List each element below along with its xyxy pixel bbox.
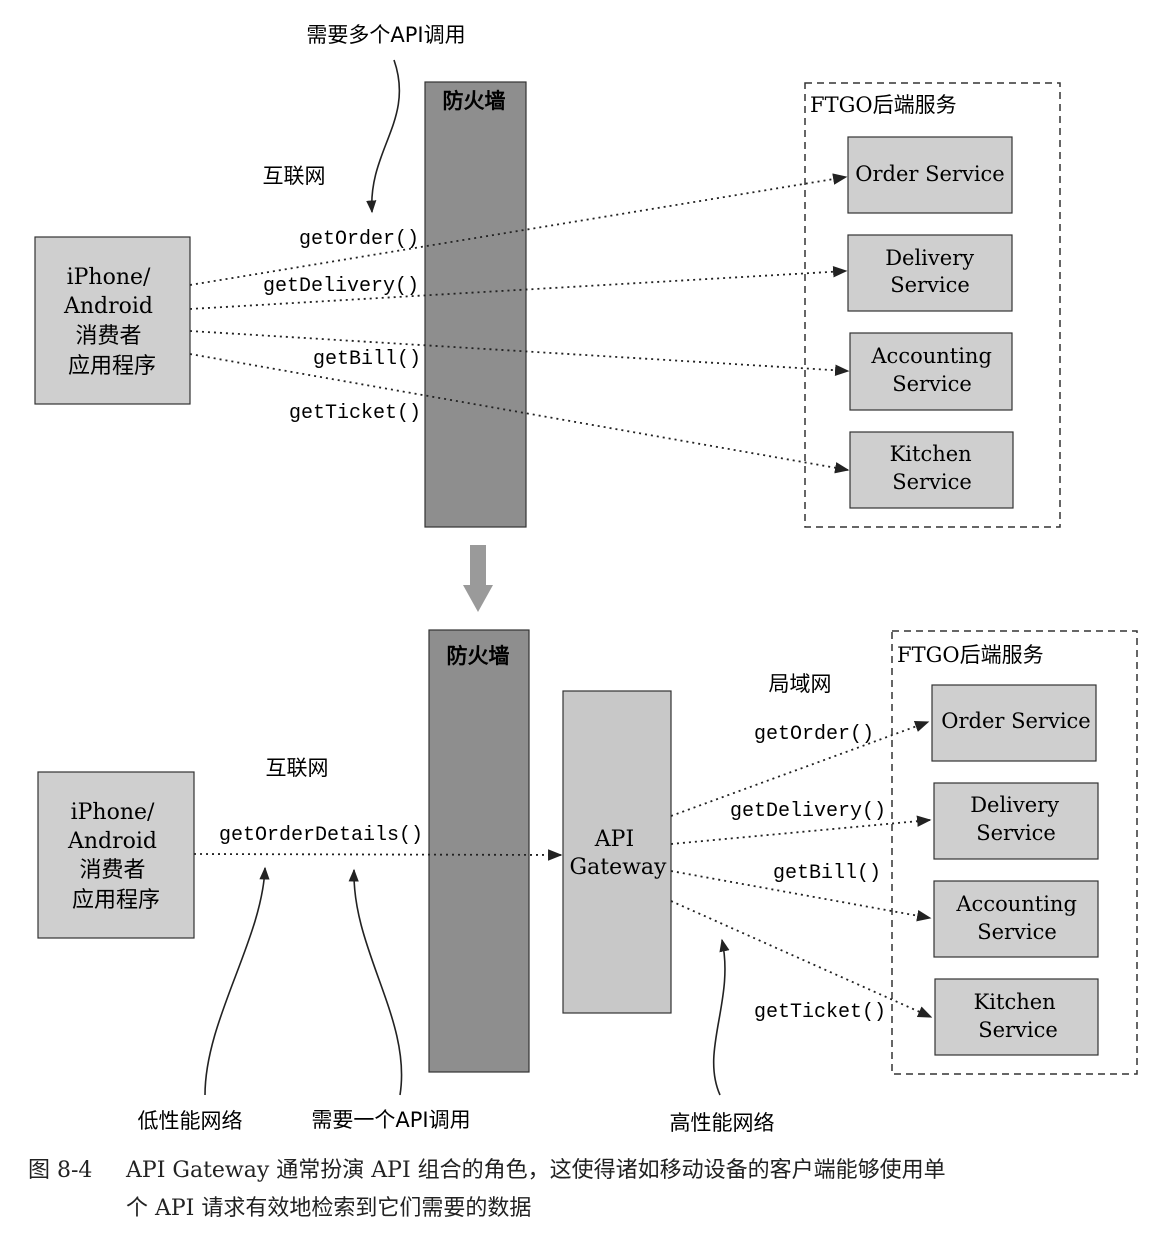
service-line: Service [977,920,1057,944]
service-line: Kitchen [974,990,1056,1014]
call-line-bottom-order [670,721,930,817]
order-service-bottom-label: Order Service [941,709,1090,733]
accounting-service-top-label: Accounting Service [870,344,998,396]
kitchen-service-top-label: Kitchen Service [890,442,979,494]
call-label-top: getDelivery() [263,275,419,298]
kitchen-service-bottom [934,978,1099,1056]
service-line: Accounting [870,344,992,368]
call-label-bottom: getTicket() [754,1001,886,1024]
service-line: Service [890,273,970,297]
caption-text-2: 个 API 请求有效地检索到它们需要的数据 [126,1196,532,1221]
order-service-bottom [931,684,1097,762]
client-bottom-line: iPhone/ [71,800,155,825]
accounting-service-bottom-label: Accounting Service [955,892,1083,944]
call-label-top: getTicket() [289,402,421,425]
call-line-top-bill [189,330,850,376]
kitchen-service-bottom-label: Kitchen Service [974,990,1063,1042]
client-bottom-text: iPhone/ Android 消费者 应用程序 [67,800,164,913]
low-perf-pointer [204,866,270,1096]
delivery-service-bottom [933,782,1099,860]
service-line: Service [892,470,972,494]
service-line: Service [892,372,972,396]
call-label-top: getBill() [313,348,421,371]
multi-call-pointer [366,59,401,214]
order-service-top [847,136,1013,214]
caption-line-1: 图 8-4 API Gateway 通常扮演 API 组合的角色，这使得诸如移动设… [28,1152,1168,1190]
diagram-canvas: 需要多个API调用 防火墙 互联网 iPhone/ Android 消费者 应用… [34,23,1138,1135]
low-perf-label: 低性能网络 [138,1109,243,1133]
figure-caption: 图 8-4 API Gateway 通常扮演 API 组合的角色，这使得诸如移动设… [28,1152,1168,1228]
call-line-order-details [193,849,563,861]
kitchen-service-top [849,431,1014,509]
firewall-bottom-label: 防火墙 [447,644,510,668]
accounting-service-bottom [933,880,1099,958]
call-label-bottom: getDelivery() [730,800,886,823]
transition-down-arrow [463,545,493,612]
call-label-bottom: getBill() [773,862,881,885]
backend-top-container [804,82,1061,528]
delivery-service-bottom-label: Delivery Service [970,793,1066,845]
figure-number: 图 8-4 [28,1158,93,1183]
service-line: Delivery [970,793,1059,817]
order-service-top-label: Order Service [855,162,1004,186]
firewall-top-label: 防火墙 [443,89,506,113]
delivery-service-top-label: Delivery Service [885,246,981,297]
service-line: Kitchen [890,442,972,466]
gateway-line: Gateway [570,855,667,880]
service-line: Service [978,1018,1058,1042]
lan-label: 局域网 [769,672,832,696]
client-top-line: Android [63,294,153,319]
service-line: Delivery [885,246,974,270]
call-line-top-delivery [189,265,848,310]
delivery-service-top [847,234,1013,312]
client-top-line: 应用程序 [68,354,156,379]
client-top-text: iPhone/ Android 消费者 应用程序 [63,265,160,379]
internet-top-label: 互联网 [263,164,326,188]
firewall-top [424,81,527,528]
client-top [34,236,191,405]
service-line: Accounting [955,892,1077,916]
firewall-bottom [428,629,530,1073]
high-perf-label: 高性能网络 [670,1111,775,1135]
client-top-line: iPhone/ [67,265,151,290]
accounting-service-top [849,332,1013,411]
api-gateway-label: API Gateway [570,827,667,880]
backend-top-label: FTGO后端服务 [810,93,957,117]
client-bottom-line: 消费者 [79,858,145,883]
order-details-call-label: getOrderDetails() [219,824,423,847]
one-call-pointer [348,868,403,1096]
client-top-line: 消费者 [75,324,141,349]
client-bottom [37,771,195,939]
one-call-label: 需要一个API调用 [311,1108,470,1132]
api-gateway [562,690,672,1014]
gateway-line: API [594,827,634,852]
call-label-bottom: getOrder() [754,723,874,746]
internet-bottom-label: 互联网 [266,756,329,780]
high-perf-pointer [712,938,730,1096]
call-line-bottom-bill [670,870,932,922]
call-label-top: getOrder() [299,228,419,251]
client-bottom-line: 应用程序 [72,888,160,913]
backend-bottom-label: FTGO后端服务 [897,643,1044,667]
service-line: Service [976,821,1056,845]
backend-bottom-container [891,630,1138,1075]
multi-call-annotation: 需要多个API调用 [306,23,465,47]
call-line-bottom-delivery [670,815,932,845]
client-bottom-line: Android [67,829,157,854]
caption-text-1: API Gateway 通常扮演 API 组合的角色，这使得诸如移动设备的客户端… [126,1158,946,1183]
